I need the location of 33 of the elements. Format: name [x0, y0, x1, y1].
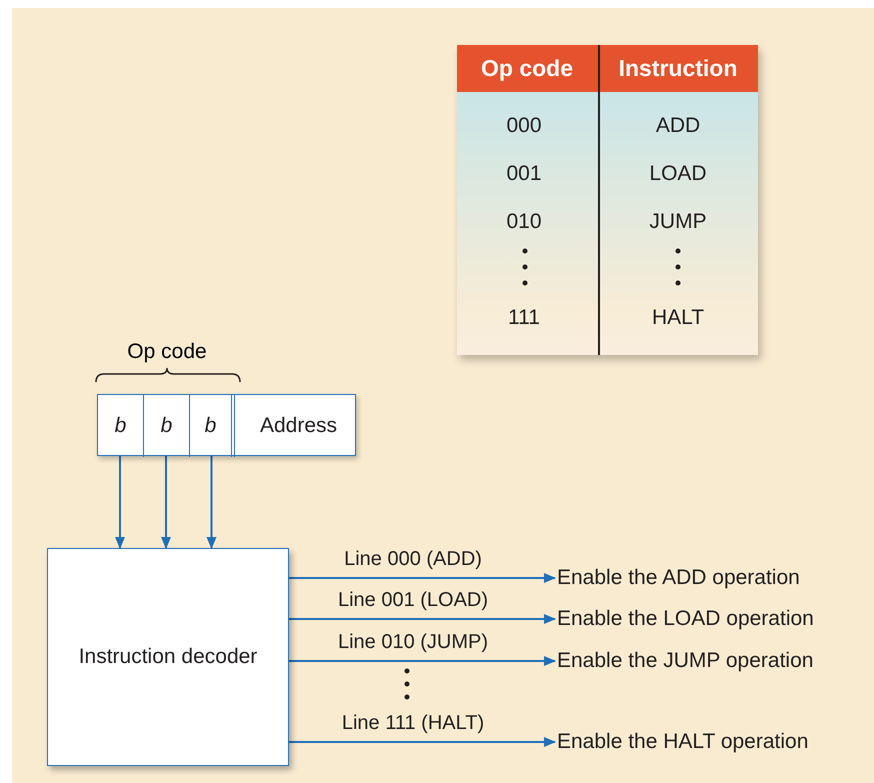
table-cell: 001	[506, 162, 542, 186]
cell-text: b	[160, 414, 172, 438]
arrow	[289, 656, 556, 666]
column-header: Instruction	[618, 55, 738, 82]
output-text: Enable the ADD operation	[557, 566, 800, 590]
cell-text: Address	[260, 414, 338, 438]
arrow	[161, 456, 171, 549]
edge-label: Line 000 (ADD)	[344, 548, 482, 571]
table-cell: HALT	[652, 306, 704, 330]
table-cell: 111	[508, 306, 540, 330]
table-cell: JUMP	[649, 210, 707, 234]
table-cell: 000	[506, 114, 542, 138]
edge-label: Line 111 (HALT)	[342, 712, 484, 735]
arrow	[115, 456, 125, 549]
edge-label: Line 001 (LOAD)	[338, 589, 488, 612]
register-box	[97, 394, 356, 456]
arrow	[289, 573, 556, 583]
cell-text: b	[204, 414, 216, 438]
cell-text: Instruction decoder	[78, 645, 258, 669]
arrow	[289, 737, 556, 747]
output-text: Enable the JUMP operation	[557, 649, 814, 673]
table-cell: ADD	[656, 114, 700, 138]
table-cell: LOAD	[649, 162, 707, 186]
output-text: Enable the HALT operation	[557, 730, 808, 754]
arrow	[289, 614, 556, 624]
cell-text: b	[114, 414, 126, 438]
arrow	[206, 456, 216, 549]
output-text: Enable the LOAD operation	[557, 607, 814, 631]
decoder-box	[47, 548, 289, 766]
table-cell: 010	[506, 210, 542, 234]
edge-label: Line 010 (JUMP)	[338, 631, 488, 654]
brace-label: Op code	[127, 340, 207, 364]
column-header: Op code	[481, 55, 573, 82]
